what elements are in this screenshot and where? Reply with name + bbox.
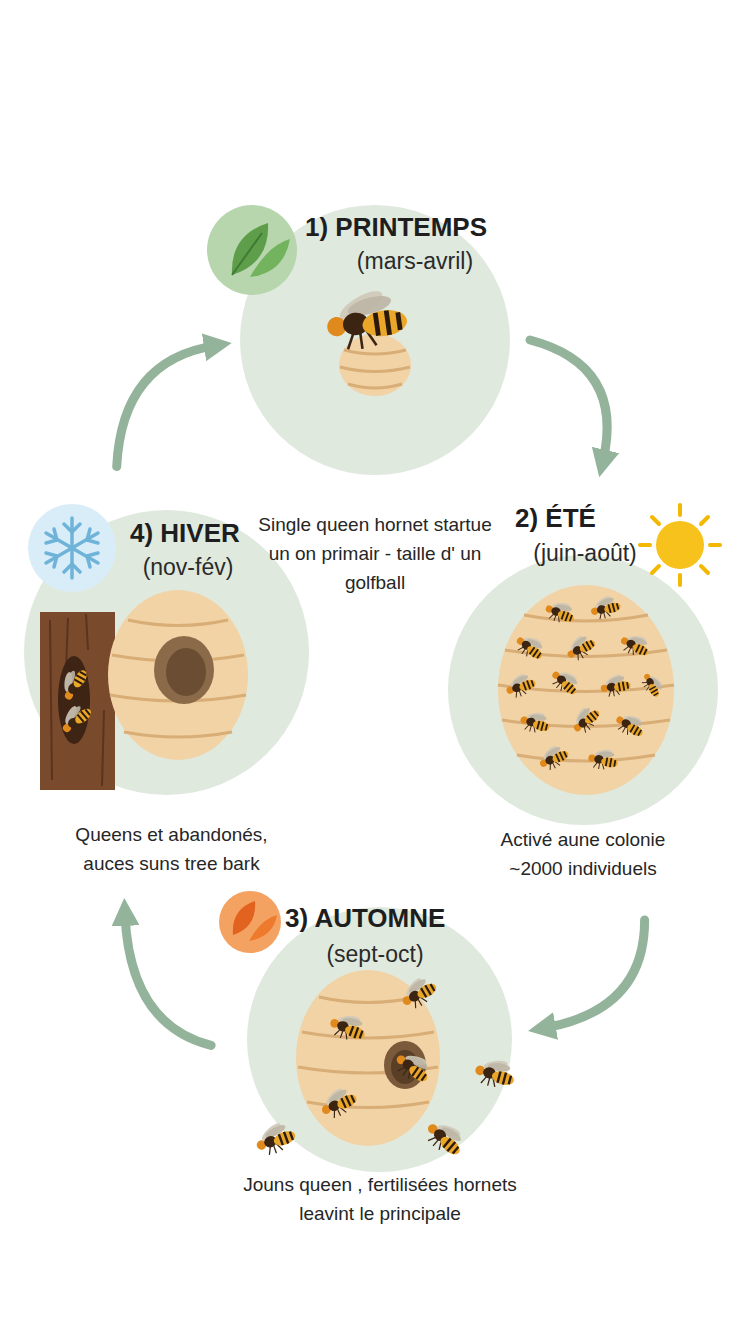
- winter-circle: [24, 510, 309, 795]
- cycle-arrow: [117, 346, 215, 467]
- stage-caption: Activé aune colonie ~2000 individuels: [473, 825, 693, 883]
- stage-circle: 3) AUTOMNE(sept-oct)Jouns queen , fertil…: [247, 907, 512, 1172]
- summer-circle: [448, 555, 718, 825]
- stage-heading: 3) AUTOMNE: [285, 903, 445, 933]
- stage-months: (juin-août): [505, 539, 665, 567]
- stage-caption: Single queen hornet startue un on primai…: [257, 510, 493, 597]
- stage-heading: 1) PRINTEMPS: [305, 212, 487, 242]
- stage-circle: 2) ÉTÉ(juin-août)Activé aune colonie ~20…: [448, 555, 718, 825]
- spring-circle: [240, 205, 510, 475]
- stage-circle: 4) HIVER(nov-fév)Queens et abandonés, au…: [24, 510, 309, 795]
- stage-circle: 1) PRINTEMPS(mars-avril)Single queen hor…: [240, 205, 510, 475]
- stage-months: (sept-oct): [305, 940, 445, 968]
- stage-months: (nov-fév): [128, 553, 248, 581]
- stage-caption: Queens et abandonés, auces suns tree bar…: [54, 820, 289, 878]
- stage-caption: Jouns queen , fertilisées hornets leavin…: [235, 1170, 525, 1228]
- stage-heading: 2) ÉTÉ: [515, 503, 596, 533]
- cycle-arrow: [545, 920, 645, 1028]
- cycle-arrow: [530, 340, 607, 461]
- stage-heading: 4) HIVER: [130, 518, 240, 548]
- stage-months: (mars-avril): [330, 247, 500, 275]
- cycle-arrow: [125, 915, 211, 1046]
